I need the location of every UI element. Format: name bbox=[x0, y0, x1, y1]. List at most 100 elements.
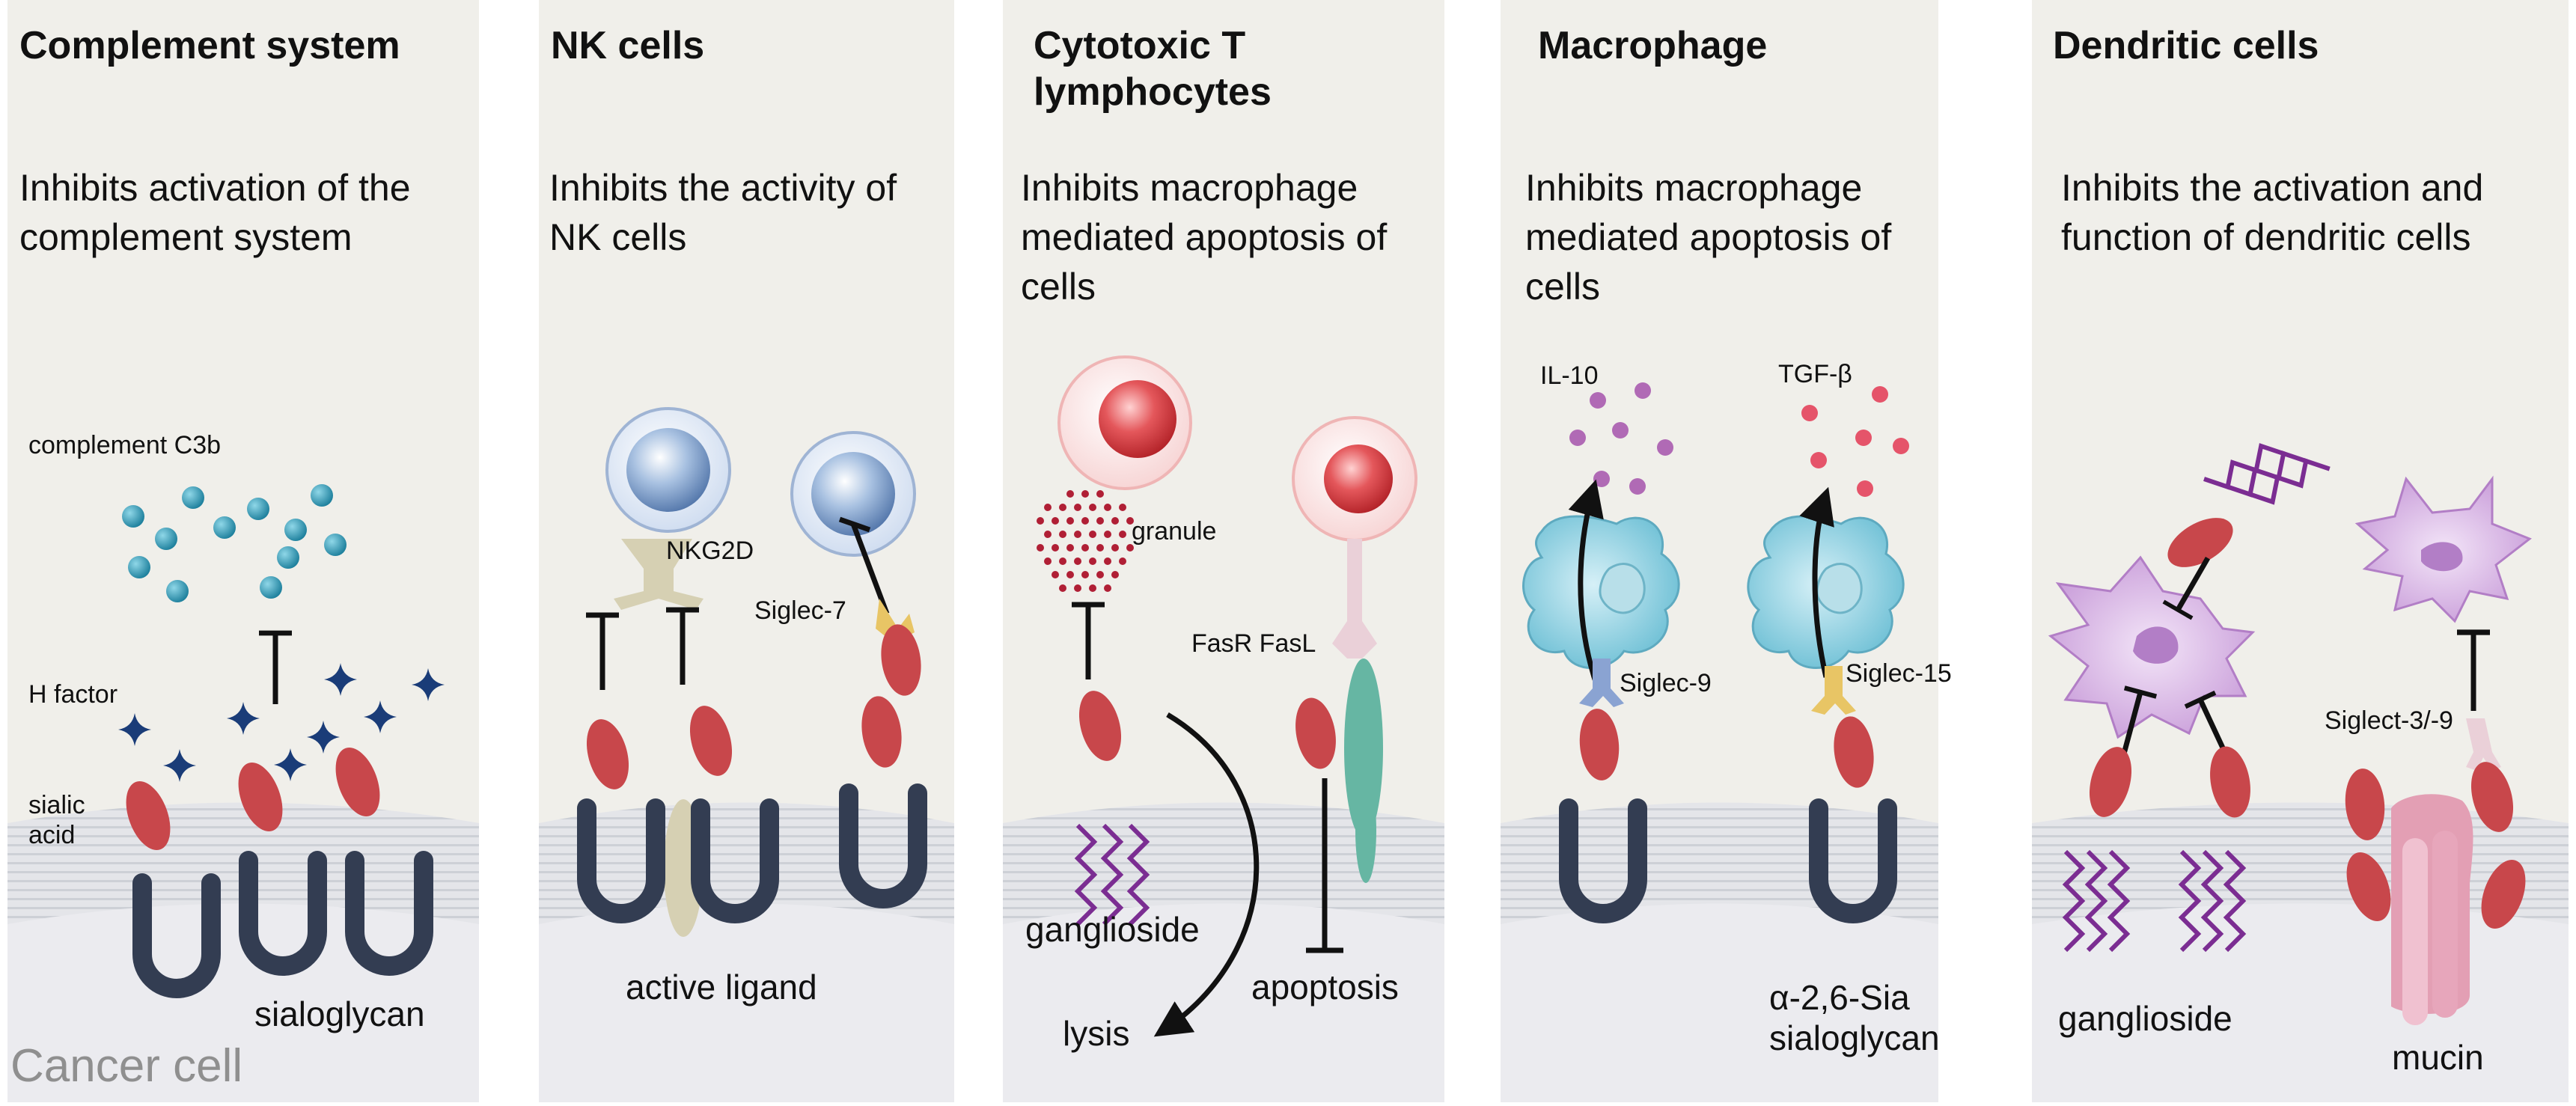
nk-cell-right bbox=[790, 431, 916, 557]
label-apoptosis: apoptosis bbox=[1251, 968, 1399, 1006]
macrophage-panel-art bbox=[1522, 382, 1909, 914]
tgfb-particle bbox=[1810, 452, 1827, 468]
granule-dot bbox=[1081, 517, 1089, 525]
il10-particle bbox=[1612, 422, 1629, 439]
granule-dot bbox=[1074, 584, 1081, 592]
granule-dot bbox=[1104, 584, 1111, 592]
c3b-particle bbox=[277, 546, 299, 569]
siglec39-receptor bbox=[2466, 718, 2501, 771]
label-a26-sia: α-2,6-Sia bbox=[1769, 978, 1910, 1017]
granule-dot bbox=[1111, 571, 1119, 578]
label-siglec9: Siglec-9 bbox=[1620, 669, 1712, 697]
il10-particle bbox=[1629, 478, 1646, 495]
il10-secretion-arrow bbox=[1568, 479, 1604, 690]
cancer-cell-interior bbox=[539, 903, 954, 1102]
il10-particle bbox=[1635, 382, 1651, 399]
dendritic-cell-left bbox=[2048, 555, 2256, 739]
granule-dot bbox=[1096, 517, 1104, 525]
granule-dot bbox=[1074, 557, 1081, 565]
granule-dot bbox=[1126, 517, 1134, 525]
granule-dots bbox=[1037, 490, 1134, 592]
apoptosis-inhibition-bar bbox=[1306, 778, 1343, 953]
panel-title-dendritic: Dendritic cells bbox=[2053, 24, 2319, 67]
il10-particles bbox=[1569, 382, 1673, 495]
dendritic-panel-art bbox=[2048, 443, 2534, 1025]
granule-dot bbox=[1089, 557, 1096, 565]
label-mucin: mucin bbox=[2392, 1038, 2484, 1077]
h-factor-star bbox=[274, 748, 307, 781]
panel-desc-macrophage: Inhibits macrophage mediated apoptosis o… bbox=[1525, 167, 1892, 308]
granule-dot bbox=[1066, 571, 1074, 578]
c3b-particle bbox=[260, 576, 282, 599]
granule-dot bbox=[1111, 517, 1119, 525]
label-ganglioside-dc: ganglioside bbox=[2058, 999, 2232, 1038]
ctl-cell-left bbox=[1057, 355, 1192, 490]
granule-dot bbox=[1059, 557, 1066, 565]
label-cancer-cell: Cancer cell bbox=[10, 1040, 243, 1092]
il10-particle bbox=[1590, 392, 1606, 409]
tgfb-particle bbox=[1872, 386, 1888, 403]
h-factor-star bbox=[412, 668, 445, 701]
label-h-factor: H factor bbox=[28, 680, 118, 709]
granule-dot bbox=[1081, 571, 1089, 578]
label-active-ligand: active ligand bbox=[626, 968, 817, 1006]
c3b-particle bbox=[284, 519, 307, 541]
granule-dot bbox=[1066, 490, 1074, 498]
panel-title-macrophage: Macrophage bbox=[1538, 24, 1768, 67]
granule-dot bbox=[1052, 517, 1059, 525]
label-sialic-acid: sialic acid bbox=[28, 791, 85, 849]
granule-dot bbox=[1119, 504, 1126, 511]
macrophage-left bbox=[1522, 515, 1680, 669]
granule-dot bbox=[1074, 531, 1081, 538]
ctl-panel-art bbox=[1037, 355, 1417, 1037]
panel-desc-dendritic: Inhibits the activation and function of … bbox=[2061, 167, 2484, 258]
c3b-particle bbox=[311, 484, 333, 507]
label-siglect-3-9: Siglect-3/-9 bbox=[2325, 706, 2453, 735]
c3b-particle bbox=[122, 505, 144, 528]
nkg2d-receptor bbox=[614, 539, 703, 610]
complement-panel-art bbox=[117, 484, 445, 989]
tgfb-particles bbox=[1801, 386, 1909, 497]
label-sialoglycan-macrophage: sialoglycan bbox=[1769, 1018, 1940, 1057]
granule-dot bbox=[1059, 504, 1066, 511]
c3b-particle bbox=[324, 534, 347, 556]
granule-dot bbox=[1081, 490, 1089, 498]
label-nkg2d: NKG2D bbox=[666, 537, 754, 565]
granule-dot bbox=[1104, 504, 1111, 511]
nk-cell-left bbox=[605, 407, 731, 533]
granule-dot bbox=[1104, 557, 1111, 565]
granule-dot bbox=[1096, 544, 1104, 552]
c3b-particle bbox=[155, 528, 177, 550]
c3b-particle bbox=[247, 498, 269, 520]
panel-title-nk: NK cells bbox=[551, 24, 705, 67]
granule-dot bbox=[1037, 544, 1044, 552]
granule-dot bbox=[1126, 544, 1134, 552]
granule-dot bbox=[1052, 544, 1059, 552]
h-factor-star bbox=[307, 721, 340, 754]
cancer-cell-interior bbox=[1003, 903, 1444, 1102]
c3b-particle bbox=[213, 516, 236, 539]
h-factor-star bbox=[364, 700, 397, 733]
granule-dot bbox=[1044, 531, 1052, 538]
label-sialoglycan: sialoglycan bbox=[254, 995, 425, 1033]
label-il10: IL-10 bbox=[1540, 361, 1599, 390]
granule-dot bbox=[1037, 517, 1044, 525]
h-factor-star bbox=[163, 749, 196, 782]
label-lysis: lysis bbox=[1063, 1014, 1130, 1053]
cancer-cell-interior bbox=[1501, 903, 1938, 1102]
granule-dot bbox=[1089, 584, 1096, 592]
tgfb-particle bbox=[1857, 480, 1873, 497]
panel-desc-ctl: Inhibits macrophage mediated apoptosis o… bbox=[1021, 167, 1388, 308]
granule-dot bbox=[1104, 531, 1111, 538]
granule-dot bbox=[1052, 571, 1059, 578]
granule-dot bbox=[1059, 531, 1066, 538]
lysis-arrow bbox=[1153, 712, 1260, 1037]
granule-dot bbox=[1096, 490, 1104, 498]
label-ganglioside-ctl: ganglioside bbox=[1025, 910, 1200, 949]
siglec9-receptor bbox=[1579, 659, 1624, 707]
granule-dot bbox=[1089, 531, 1096, 538]
nk-panel-art bbox=[579, 407, 925, 937]
label-granule: granule bbox=[1132, 517, 1217, 546]
granule-dot bbox=[1111, 544, 1119, 552]
